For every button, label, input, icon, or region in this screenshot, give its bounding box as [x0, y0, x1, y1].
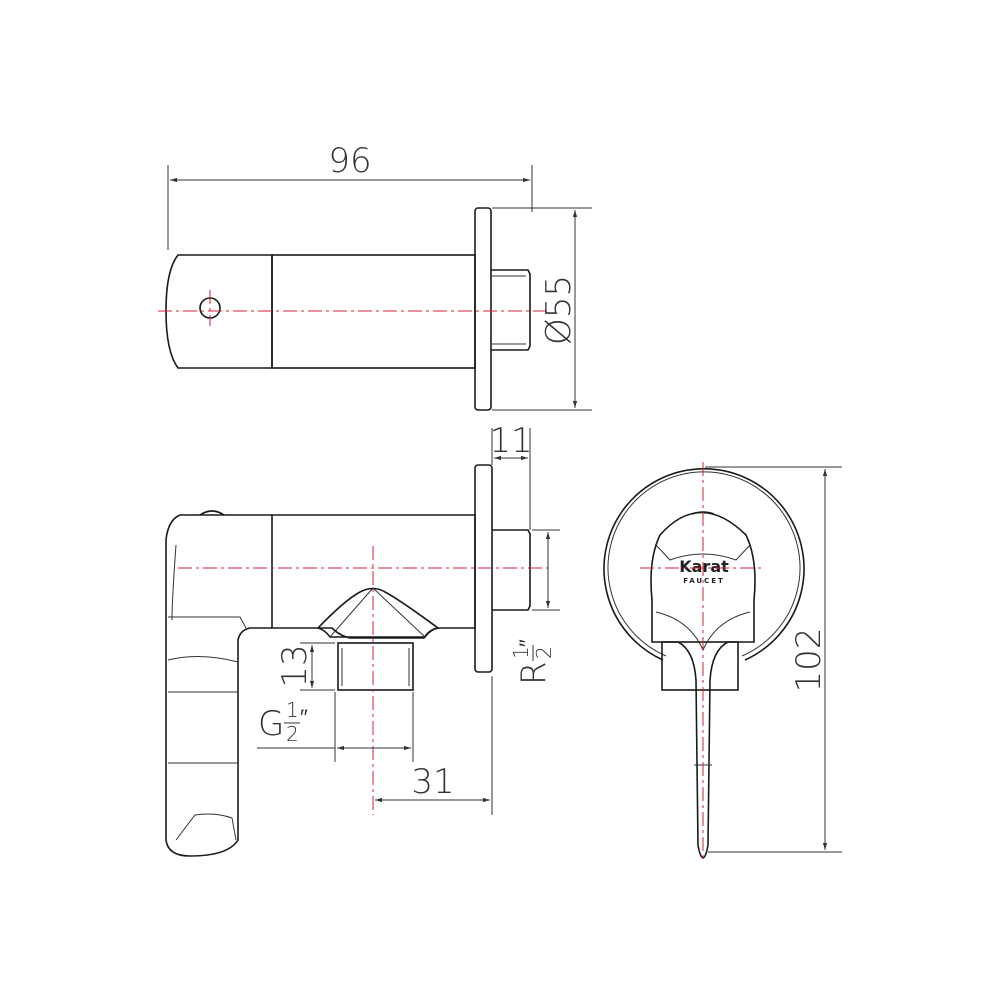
dimension-total-height: 102: [789, 628, 829, 693]
dimension-outlet-offset: 31: [411, 762, 454, 802]
handle-base: [661, 641, 739, 691]
lever-contour: [175, 813, 237, 841]
lever-contour: [171, 544, 177, 621]
inlet-nipple-top: [491, 269, 531, 351]
inlet-thread-numerator: 1: [509, 646, 533, 659]
outlet-cone: [316, 587, 440, 638]
handle-lever-front: [650, 511, 756, 859]
lever-side: [165, 514, 272, 857]
dimension-diameter: Ø55: [539, 275, 579, 345]
logo-sub: FAUCET: [683, 577, 725, 585]
front-view: Karat FAUCET 102: [603, 462, 842, 860]
flange-top: [474, 207, 492, 411]
outlet-thread: [337, 642, 414, 691]
dimension-outlet-height: 13: [275, 644, 315, 687]
dimension-flange-depth: 11: [489, 421, 532, 461]
handle-contour: [655, 544, 751, 561]
outlet-thread-label: G 1 2 ″: [258, 698, 308, 746]
top-view: 96 Ø55: [158, 141, 592, 411]
inlet-thread-denominator: 2: [532, 646, 556, 659]
dimension-length: 96: [328, 141, 371, 181]
outlet-thread-unit: ″: [300, 706, 308, 731]
logo-brand: Karat: [679, 557, 729, 576]
outlet-thread-letter: G: [258, 704, 284, 744]
inlet-thread-label: R 1 2 ″: [509, 639, 556, 685]
cone-contour: [329, 587, 426, 638]
lever-contour: [167, 655, 239, 663]
inlet-nipple-side: [492, 529, 531, 611]
inlet-thread-letter: R: [514, 661, 554, 685]
inlet-thread-unit: ″: [516, 639, 541, 647]
wall-plate-inner: [607, 471, 801, 657]
lever-contour: [168, 616, 247, 629]
indicator-dot: [199, 510, 225, 516]
side-view: 11 R 1 2 ″ 13 G 1 2 ″ 31: [165, 421, 560, 857]
wall-plate: [603, 467, 805, 661]
outlet-thread-denominator: 2: [286, 722, 299, 746]
outlet-thread-numerator: 1: [286, 698, 299, 722]
